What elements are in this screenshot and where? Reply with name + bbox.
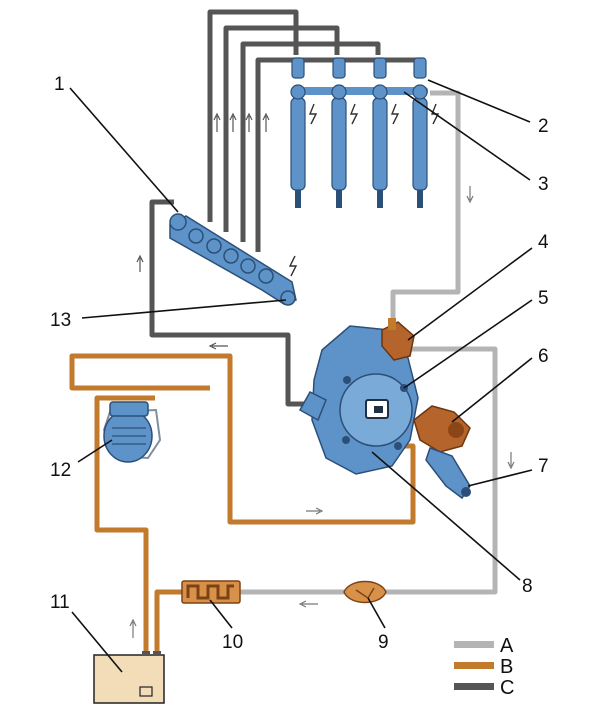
callout-5: 5 xyxy=(538,288,549,309)
fuel-cooler xyxy=(343,580,387,604)
rail-fitting-6 xyxy=(258,268,274,284)
legend-swatch-a xyxy=(454,641,494,648)
legend-item-a: A xyxy=(454,635,514,657)
return-line-pump xyxy=(386,346,498,595)
callout-10: 10 xyxy=(222,632,243,653)
pressure-regulator xyxy=(425,447,471,500)
callout-12: 12 xyxy=(50,460,71,481)
pump-bolt-4 xyxy=(394,442,402,450)
rail-fitting-5 xyxy=(240,258,256,274)
fuel-filter xyxy=(181,580,241,604)
filter-housing xyxy=(181,580,241,604)
feed-line-top-loop xyxy=(69,353,416,525)
injector-nozzle xyxy=(295,190,301,208)
injector-body xyxy=(372,97,388,191)
lightning-icon xyxy=(349,103,359,125)
feed-line-tank-to-filter xyxy=(154,589,182,655)
feed-pump-ribs xyxy=(112,427,146,445)
callout-13: 13 xyxy=(50,310,71,331)
legend-label-b: B xyxy=(500,656,513,678)
pump-shaft-key xyxy=(374,406,383,413)
injectors xyxy=(290,57,428,208)
callout-11: 11 xyxy=(50,592,70,613)
lightning-icon xyxy=(390,103,400,125)
injector-1 xyxy=(290,57,306,208)
injector-head xyxy=(373,57,387,79)
fuel-tank xyxy=(93,651,165,704)
rail-pressure-sensor xyxy=(280,290,296,306)
legend-label-a: A xyxy=(500,635,514,657)
legend-swatch-c xyxy=(454,683,494,690)
injector-head xyxy=(332,57,346,79)
metering-valve-cap xyxy=(448,422,464,438)
injector-rail xyxy=(290,57,440,208)
injector-body xyxy=(290,97,306,191)
injector-4 xyxy=(412,57,428,208)
rail-fitting-3 xyxy=(206,238,222,254)
hp-line-pump-to-rail xyxy=(149,199,322,407)
injector-collar xyxy=(412,84,428,100)
filter-element xyxy=(186,584,234,600)
legend-swatch-b xyxy=(454,662,494,669)
rail-fitting-2 xyxy=(188,228,204,244)
injector-body xyxy=(412,97,428,191)
callout-labels: 1 2 3 4 5 6 7 8 9 10 11 12 13 xyxy=(50,74,549,653)
pump-rear-body xyxy=(298,391,327,422)
lightning-icon xyxy=(308,103,318,125)
callout-6: 6 xyxy=(538,346,549,367)
hp-line-1 xyxy=(207,9,299,222)
injector-nozzle xyxy=(377,190,383,208)
legend-item-c: C xyxy=(454,677,514,699)
leader-lines xyxy=(69,79,533,673)
callout-2: 2 xyxy=(538,116,549,137)
fuel-temp-sensor xyxy=(381,321,415,361)
callout-8: 8 xyxy=(522,576,533,597)
injector-collar xyxy=(331,84,347,100)
tank-body xyxy=(93,654,165,704)
rail-lightning-icon xyxy=(288,255,298,277)
tank-sender xyxy=(139,686,153,697)
hp-line-3 xyxy=(240,41,381,242)
flow-arrows xyxy=(129,112,515,638)
injector-2 xyxy=(331,57,347,208)
injector-collar xyxy=(372,84,388,100)
callout-9: 9 xyxy=(378,632,389,653)
return-line-rail xyxy=(390,90,461,324)
injector-3 xyxy=(372,57,388,208)
injector-collar xyxy=(290,84,306,100)
injector-head xyxy=(413,57,427,79)
callout-1: 1 xyxy=(54,74,65,95)
legend-item-b: B xyxy=(454,656,513,678)
feed-lines xyxy=(69,353,416,655)
injector-head xyxy=(291,57,305,79)
cooler-body xyxy=(343,580,387,604)
feed-pump-head xyxy=(109,401,149,417)
injector-nozzle xyxy=(417,190,423,208)
rail-fitting-4 xyxy=(223,248,239,264)
pump-bolt-3 xyxy=(342,436,350,444)
electric-feed-pump xyxy=(102,401,162,463)
callout-7: 7 xyxy=(538,456,549,477)
regulator-tip xyxy=(461,487,471,497)
injector-body xyxy=(331,97,347,191)
pump-bolt-1 xyxy=(343,376,351,384)
tank-port-2 xyxy=(153,651,161,656)
feed-line-tank-to-pump xyxy=(94,395,155,655)
return-rail-pipe xyxy=(296,87,428,95)
metering-valve xyxy=(413,405,471,453)
injector-nozzle xyxy=(336,190,342,208)
callout-3: 3 xyxy=(538,174,549,195)
legend-label-c: C xyxy=(500,677,514,699)
rail-fitting-1 xyxy=(169,213,187,231)
high-pressure-pump xyxy=(298,318,471,500)
tank-port-1 xyxy=(142,651,150,656)
legend: A B C xyxy=(454,635,514,699)
high-pressure-rail xyxy=(169,213,298,306)
return-lines xyxy=(240,90,498,595)
fuel-temp-sensor-stem xyxy=(388,318,396,330)
callout-4: 4 xyxy=(538,232,549,253)
